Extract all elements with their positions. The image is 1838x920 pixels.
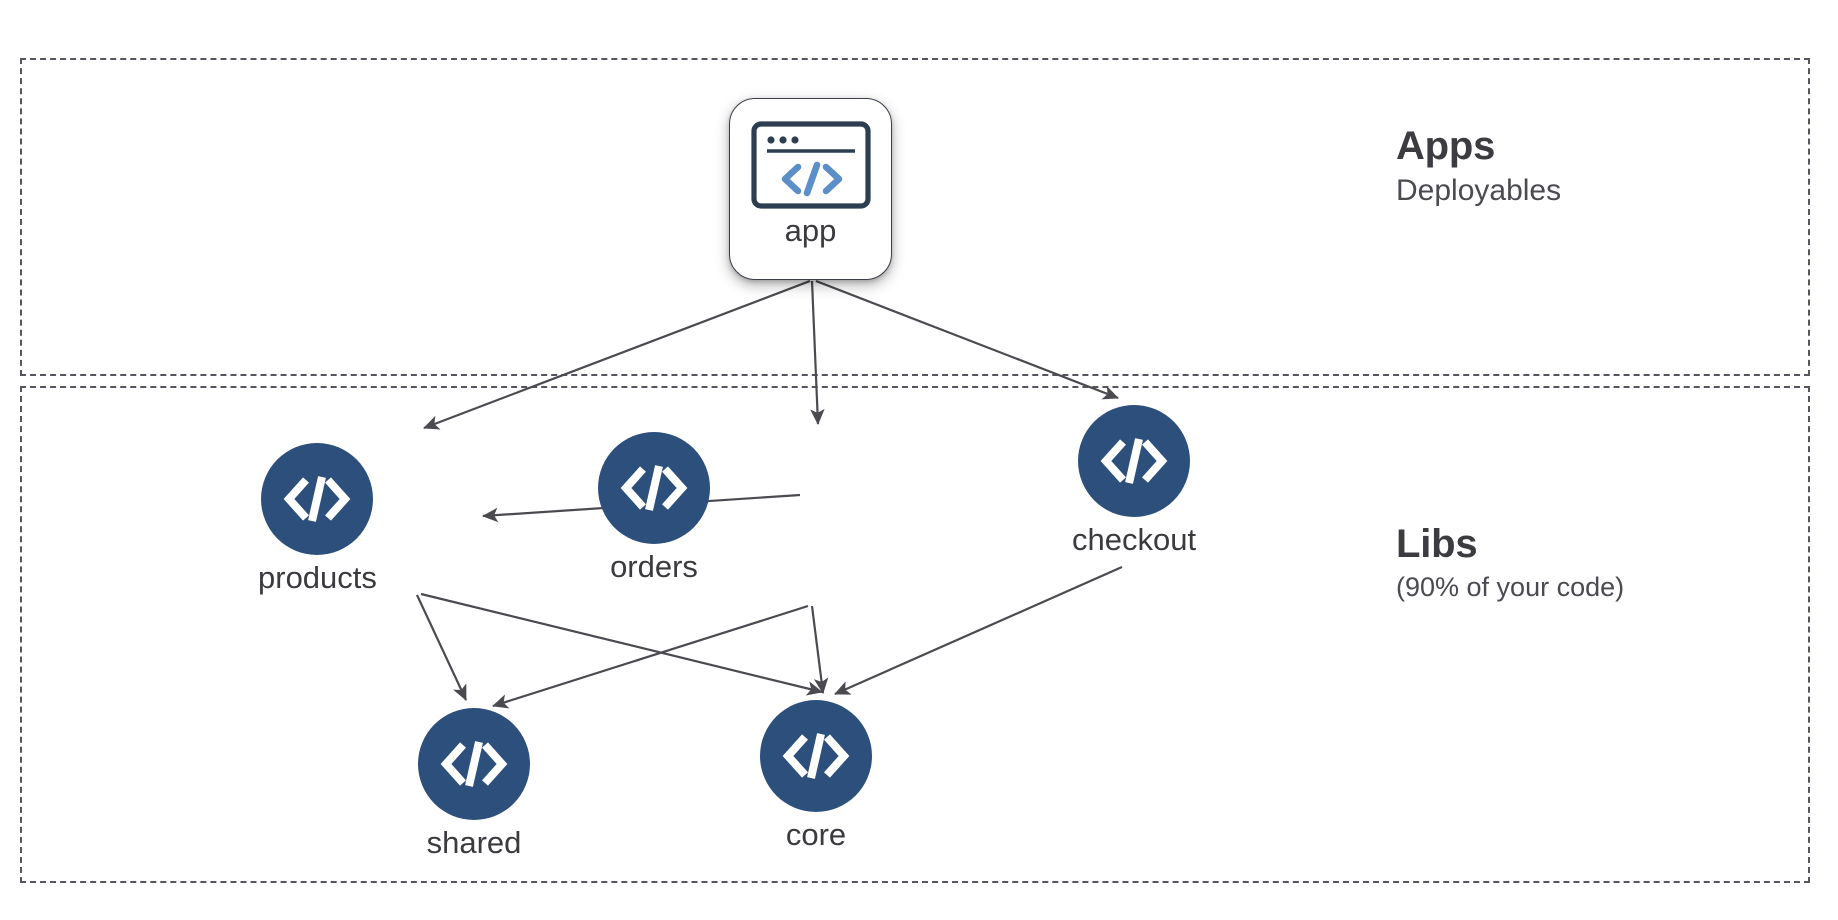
node-checkout-circle [1078,405,1191,517]
code-brackets-icon [440,741,508,787]
node-core-label: core [785,817,847,852]
code-brackets-icon [620,465,688,511]
zone-apps-caption: Apps Deployables [1396,125,1561,209]
zone-libs-title: Libs [1396,522,1478,566]
node-products-circle [261,443,374,555]
node-shared[interactable]: shared [418,708,530,858]
node-checkout[interactable]: checkout [1072,405,1196,555]
zone-apps [20,58,1810,376]
node-app[interactable]: app [729,98,892,280]
node-orders-label: orders [610,549,698,584]
node-checkout-label: checkout [1072,522,1197,557]
browser-window-code-icon [750,121,871,209]
node-orders-circle [598,432,710,544]
node-orders[interactable]: orders [598,432,710,582]
node-core-circle [760,700,872,812]
code-brackets-icon [782,733,850,779]
code-brackets-icon [1100,438,1168,484]
node-shared-circle [418,708,530,820]
node-products-label: products [258,560,377,595]
zone-libs-caption: Libs (90% of your code) [1396,523,1624,603]
node-core[interactable]: core [760,700,872,850]
code-brackets-icon [284,476,351,522]
node-app-label: app [784,213,837,248]
zone-libs-subtitle: (90% of your code) [1396,572,1625,602]
node-shared-label: shared [426,825,522,860]
zone-apps-title: Apps [1396,124,1496,168]
zone-apps-subtitle: Deployables [1396,174,1562,207]
node-products[interactable]: products [258,443,377,593]
